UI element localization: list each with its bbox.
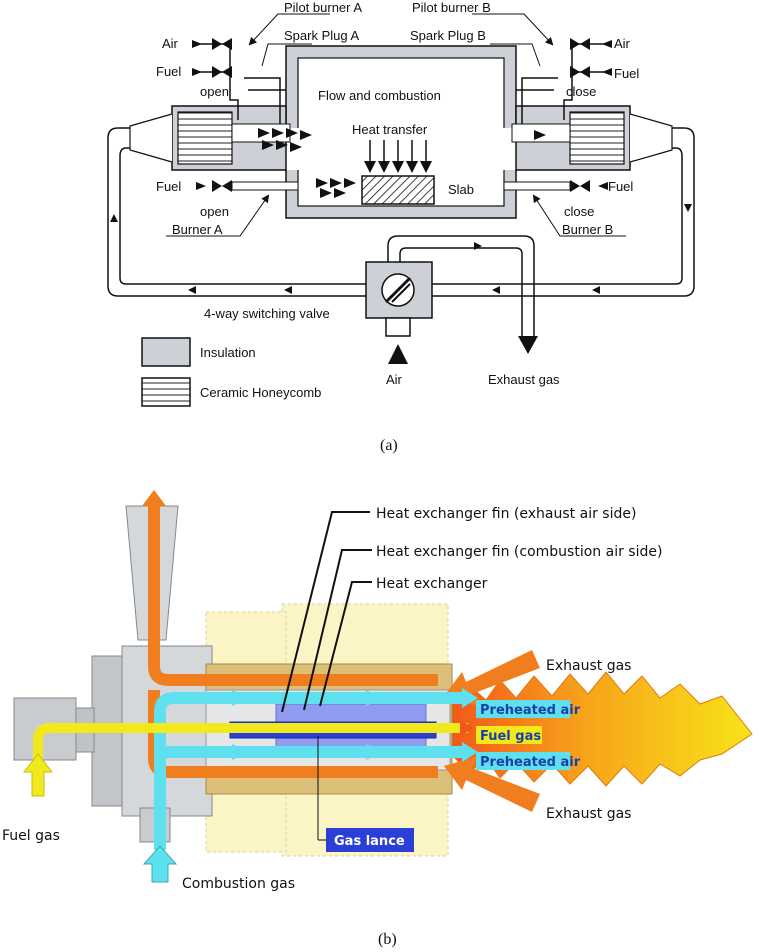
fuel-flow-path: [33, 723, 468, 762]
exhaust-gas-label: Exhaust gas: [488, 372, 560, 387]
fuel-gas-label: Fuel gas: [2, 828, 60, 844]
exhaust-gas-top-label: Exhaust gas: [546, 658, 631, 674]
fuel-a-label: Fuel: [156, 64, 181, 79]
preheated-air-bottom-label: Preheated air: [480, 755, 581, 770]
air-a-label: Air: [162, 36, 179, 51]
legend: Insulation Ceramic Honeycomb: [141, 337, 321, 407]
heat-transfer-label: Heat transfer: [352, 122, 428, 137]
loop-arrows: [110, 204, 692, 294]
open-top-label: open: [200, 84, 229, 99]
exhaust-gas-bottom-label: Exhaust gas: [546, 806, 631, 822]
flow-chevrons-left: [258, 128, 356, 198]
fin-combustion-label: Heat exchanger fin (combustion air side): [376, 544, 662, 560]
open-bottom-label: open: [200, 204, 229, 219]
slab-label: Slab: [448, 182, 474, 197]
spark-plug-b-label: Spark Plug B: [410, 28, 486, 43]
outlet-tags: Preheated air Fuel gas Preheated air Gas…: [317, 700, 581, 852]
valve-icons: [212, 38, 590, 192]
close-top-label: close: [566, 84, 596, 99]
preheated-air-bottom-tag: [476, 752, 570, 770]
valve-fuel-a-icon: [212, 66, 232, 78]
combustion-gas-label: Combustion gas: [182, 876, 295, 892]
right-regenerator: [511, 105, 673, 171]
right-honeycomb: [569, 111, 625, 165]
right-taper: [629, 113, 673, 163]
air-inlet-arrow-icon: [388, 344, 408, 364]
heat-transfer-arrows: [364, 140, 432, 173]
four-way-valve-icon: [365, 261, 433, 337]
fuel-gas-tag-label: Fuel gas: [480, 729, 541, 744]
exhaust-arrow-icon: [518, 336, 538, 354]
valve-air-b-icon: [570, 38, 590, 50]
legend-insulation-swatch: [141, 337, 191, 367]
exhaust-riser: [387, 235, 535, 336]
fuel-burner-b-label: Fuel: [608, 179, 633, 194]
fuel-burner-a-label: Fuel: [156, 179, 181, 194]
air-flow-path: [154, 692, 468, 850]
combustion-air-inlet-arrow-icon: [142, 845, 178, 883]
preheated-air-top-label: Preheated air: [480, 703, 581, 718]
figure-a-labels: Pilot burner A Pilot burner B Spark Plug…: [156, 0, 639, 387]
inlet-arrows: [192, 40, 612, 190]
pilot-burner-b-label: Pilot burner B: [412, 0, 491, 15]
slab: [361, 175, 435, 205]
air-b-label: Air: [614, 36, 631, 51]
gas-lance-label: Gas lance: [334, 834, 405, 849]
valve-burner-b-icon: [570, 180, 590, 192]
valve-fuel-b-icon: [570, 66, 590, 78]
outer-loop-duct: [107, 127, 695, 297]
fuel-inlet-arrow-icon: [22, 753, 54, 797]
burner-a-label: Burner A: [172, 222, 223, 237]
gas-lance-tag: [326, 828, 414, 852]
flow-combustion-label: Flow and combustion: [318, 88, 441, 103]
legend-insulation-label: Insulation: [200, 345, 256, 360]
figure-a: Insulation Ceramic Honeycomb Pilot burne…: [107, 0, 695, 454]
left-regenerator: [129, 105, 291, 171]
close-bottom-label: close: [564, 204, 594, 219]
preheated-air-top-tag: [476, 700, 570, 718]
pilot-burner-a-label: Pilot burner A: [284, 0, 362, 15]
valve-burner-a-icon: [212, 180, 232, 192]
spark-plug-a-label: Spark Plug A: [284, 28, 359, 43]
caption-b: (b): [378, 931, 397, 948]
flow-arrow-right: [534, 130, 546, 140]
callout-leaders: [166, 13, 626, 237]
figure-b: Preheated air Fuel gas Preheated air Gas…: [2, 490, 753, 948]
air-flow-arrows: [232, 688, 478, 762]
valve-air-a-icon: [212, 38, 232, 50]
air-inlet-label: Air: [386, 372, 403, 387]
figure-b-labels: Heat exchanger fin (exhaust air side) He…: [2, 506, 662, 892]
fuel-b-label: Fuel: [614, 66, 639, 81]
fuel-gas-tag: [476, 726, 542, 744]
fuel-flow-arrow-icon: [460, 720, 474, 736]
legend-honeycomb-label: Ceramic Honeycomb: [200, 385, 321, 400]
caption-a: (a): [380, 437, 398, 454]
burner-a-duct: [231, 181, 299, 191]
legend-honeycomb-swatch: [141, 377, 191, 407]
fin-exhaust-label: Heat exchanger fin (exhaust air side): [376, 506, 636, 522]
four-way-valve-label: 4-way switching valve: [204, 306, 330, 321]
heat-exchanger-label: Heat exchanger: [376, 576, 488, 592]
left-taper: [129, 113, 173, 163]
callout-leaders-b: [281, 511, 372, 713]
left-honeycomb: [177, 111, 233, 165]
exhaust-up-arrow-icon: [142, 490, 166, 506]
burner-b-duct: [503, 181, 571, 191]
burner-b-label: Burner B: [562, 222, 613, 237]
